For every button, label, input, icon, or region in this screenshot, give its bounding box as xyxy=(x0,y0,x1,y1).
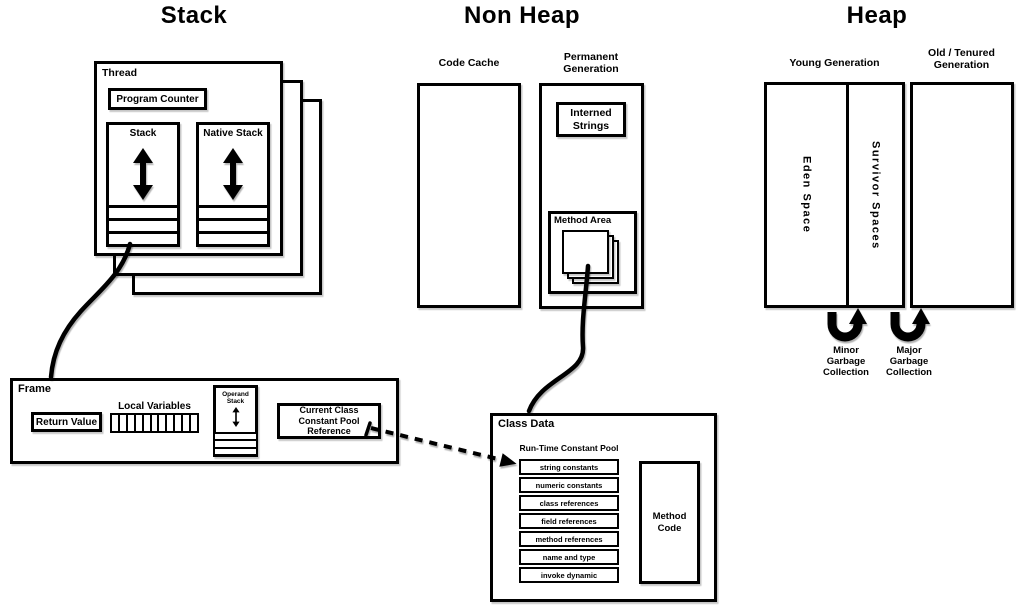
local-variables-cells xyxy=(110,413,199,433)
old-tenured-generation-box xyxy=(910,82,1014,308)
pool-entry-numeric-constants: numeric constants xyxy=(519,477,619,493)
stack-frame-row xyxy=(199,231,267,244)
runtime-constant-pool-label: Run-Time Constant Pool xyxy=(519,443,619,453)
grow-shrink-arrow-icon xyxy=(133,147,153,200)
code-cache-box xyxy=(417,83,521,308)
thread-stack-label: Stack xyxy=(129,128,157,139)
frame-box: Frame Return Value Local Variables Opera… xyxy=(10,378,399,464)
native-stack-label: Native Stack xyxy=(203,128,263,139)
return-value-box: Return Value xyxy=(31,412,102,432)
permanent-generation-label: Permanent Generation xyxy=(563,51,619,76)
young-generation-label: Young Generation xyxy=(789,57,880,69)
pool-entry-method-references: method references xyxy=(519,531,619,547)
eden-space-label: Eden Space xyxy=(800,156,813,234)
major-gc-arrow-icon xyxy=(890,308,930,342)
interned-strings-box: Interned Strings xyxy=(556,102,626,137)
method-area-label: Method Area xyxy=(554,215,612,226)
local-variables-label: Local Variables xyxy=(118,401,191,412)
pool-entry-string-constants: string constants xyxy=(519,459,619,475)
stack-frame-row xyxy=(109,218,177,231)
current-class-constant-pool-reference-box: Current Class Constant Pool Reference xyxy=(277,403,381,439)
operand-stack-rows xyxy=(215,431,256,454)
young-generation-box: Eden Space Survivor Spaces xyxy=(764,82,905,308)
native-stack-frames xyxy=(199,205,267,244)
minor-gc-arrow-icon xyxy=(827,308,867,342)
operand-stack-arrow-icon xyxy=(231,406,240,427)
stack-section-title: Stack xyxy=(160,2,228,29)
stack-frames xyxy=(109,205,177,244)
survivor-spaces-region: Survivor Spaces xyxy=(846,85,902,305)
operand-stack-box: Operand Stack xyxy=(213,385,258,457)
old-tenured-generation-label: Old / Tenured Generation xyxy=(928,47,995,72)
operand-stack-label: Operand Stack xyxy=(222,391,249,406)
class-data-label: Class Data xyxy=(498,418,555,430)
pool-entry-field-references: field references xyxy=(519,513,619,529)
pool-entry-invoke-dynamic: invoke dynamic xyxy=(519,567,619,583)
class-data-card xyxy=(562,230,609,274)
stack-frame-row xyxy=(199,205,267,218)
method-code-box: Method Code xyxy=(639,461,700,584)
operand-stack-row xyxy=(215,439,256,447)
operand-stack-row xyxy=(215,446,256,454)
stack-frame-row xyxy=(199,218,267,231)
code-cache-label: Code Cache xyxy=(438,57,500,69)
class-data-box: Class Data Run-Time Constant Pool string… xyxy=(490,413,717,602)
stack-frame-row xyxy=(109,205,177,218)
thread-box: Thread Program Counter Stack Native Stac… xyxy=(94,61,283,256)
grow-shrink-arrow-icon xyxy=(223,147,243,200)
thread-stack-box: Stack xyxy=(106,122,180,247)
program-counter-box: Program Counter xyxy=(108,88,207,110)
native-stack-box: Native Stack xyxy=(196,122,270,247)
local-variable-cell xyxy=(189,413,199,433)
pool-entry-class-references: class references xyxy=(519,495,619,511)
stack-frame-row xyxy=(109,231,177,244)
non-heap-section-title: Non Heap xyxy=(463,2,580,29)
survivor-spaces-label: Survivor Spaces xyxy=(869,140,882,250)
heap-section-title: Heap xyxy=(846,2,908,29)
frame-label: Frame xyxy=(18,383,52,395)
eden-space-region: Eden Space xyxy=(767,85,846,305)
operand-stack-row xyxy=(215,431,256,439)
thread-label: Thread xyxy=(102,67,138,79)
minor-gc-label: Minor Garbage Collection xyxy=(823,345,869,378)
major-gc-label: Major Garbage Collection xyxy=(886,345,932,378)
method-area-box: Method Area xyxy=(548,211,637,294)
pool-entry-name-and-type: name and type xyxy=(519,549,619,565)
permanent-generation-box: Interned Strings Method Area xyxy=(539,83,644,309)
